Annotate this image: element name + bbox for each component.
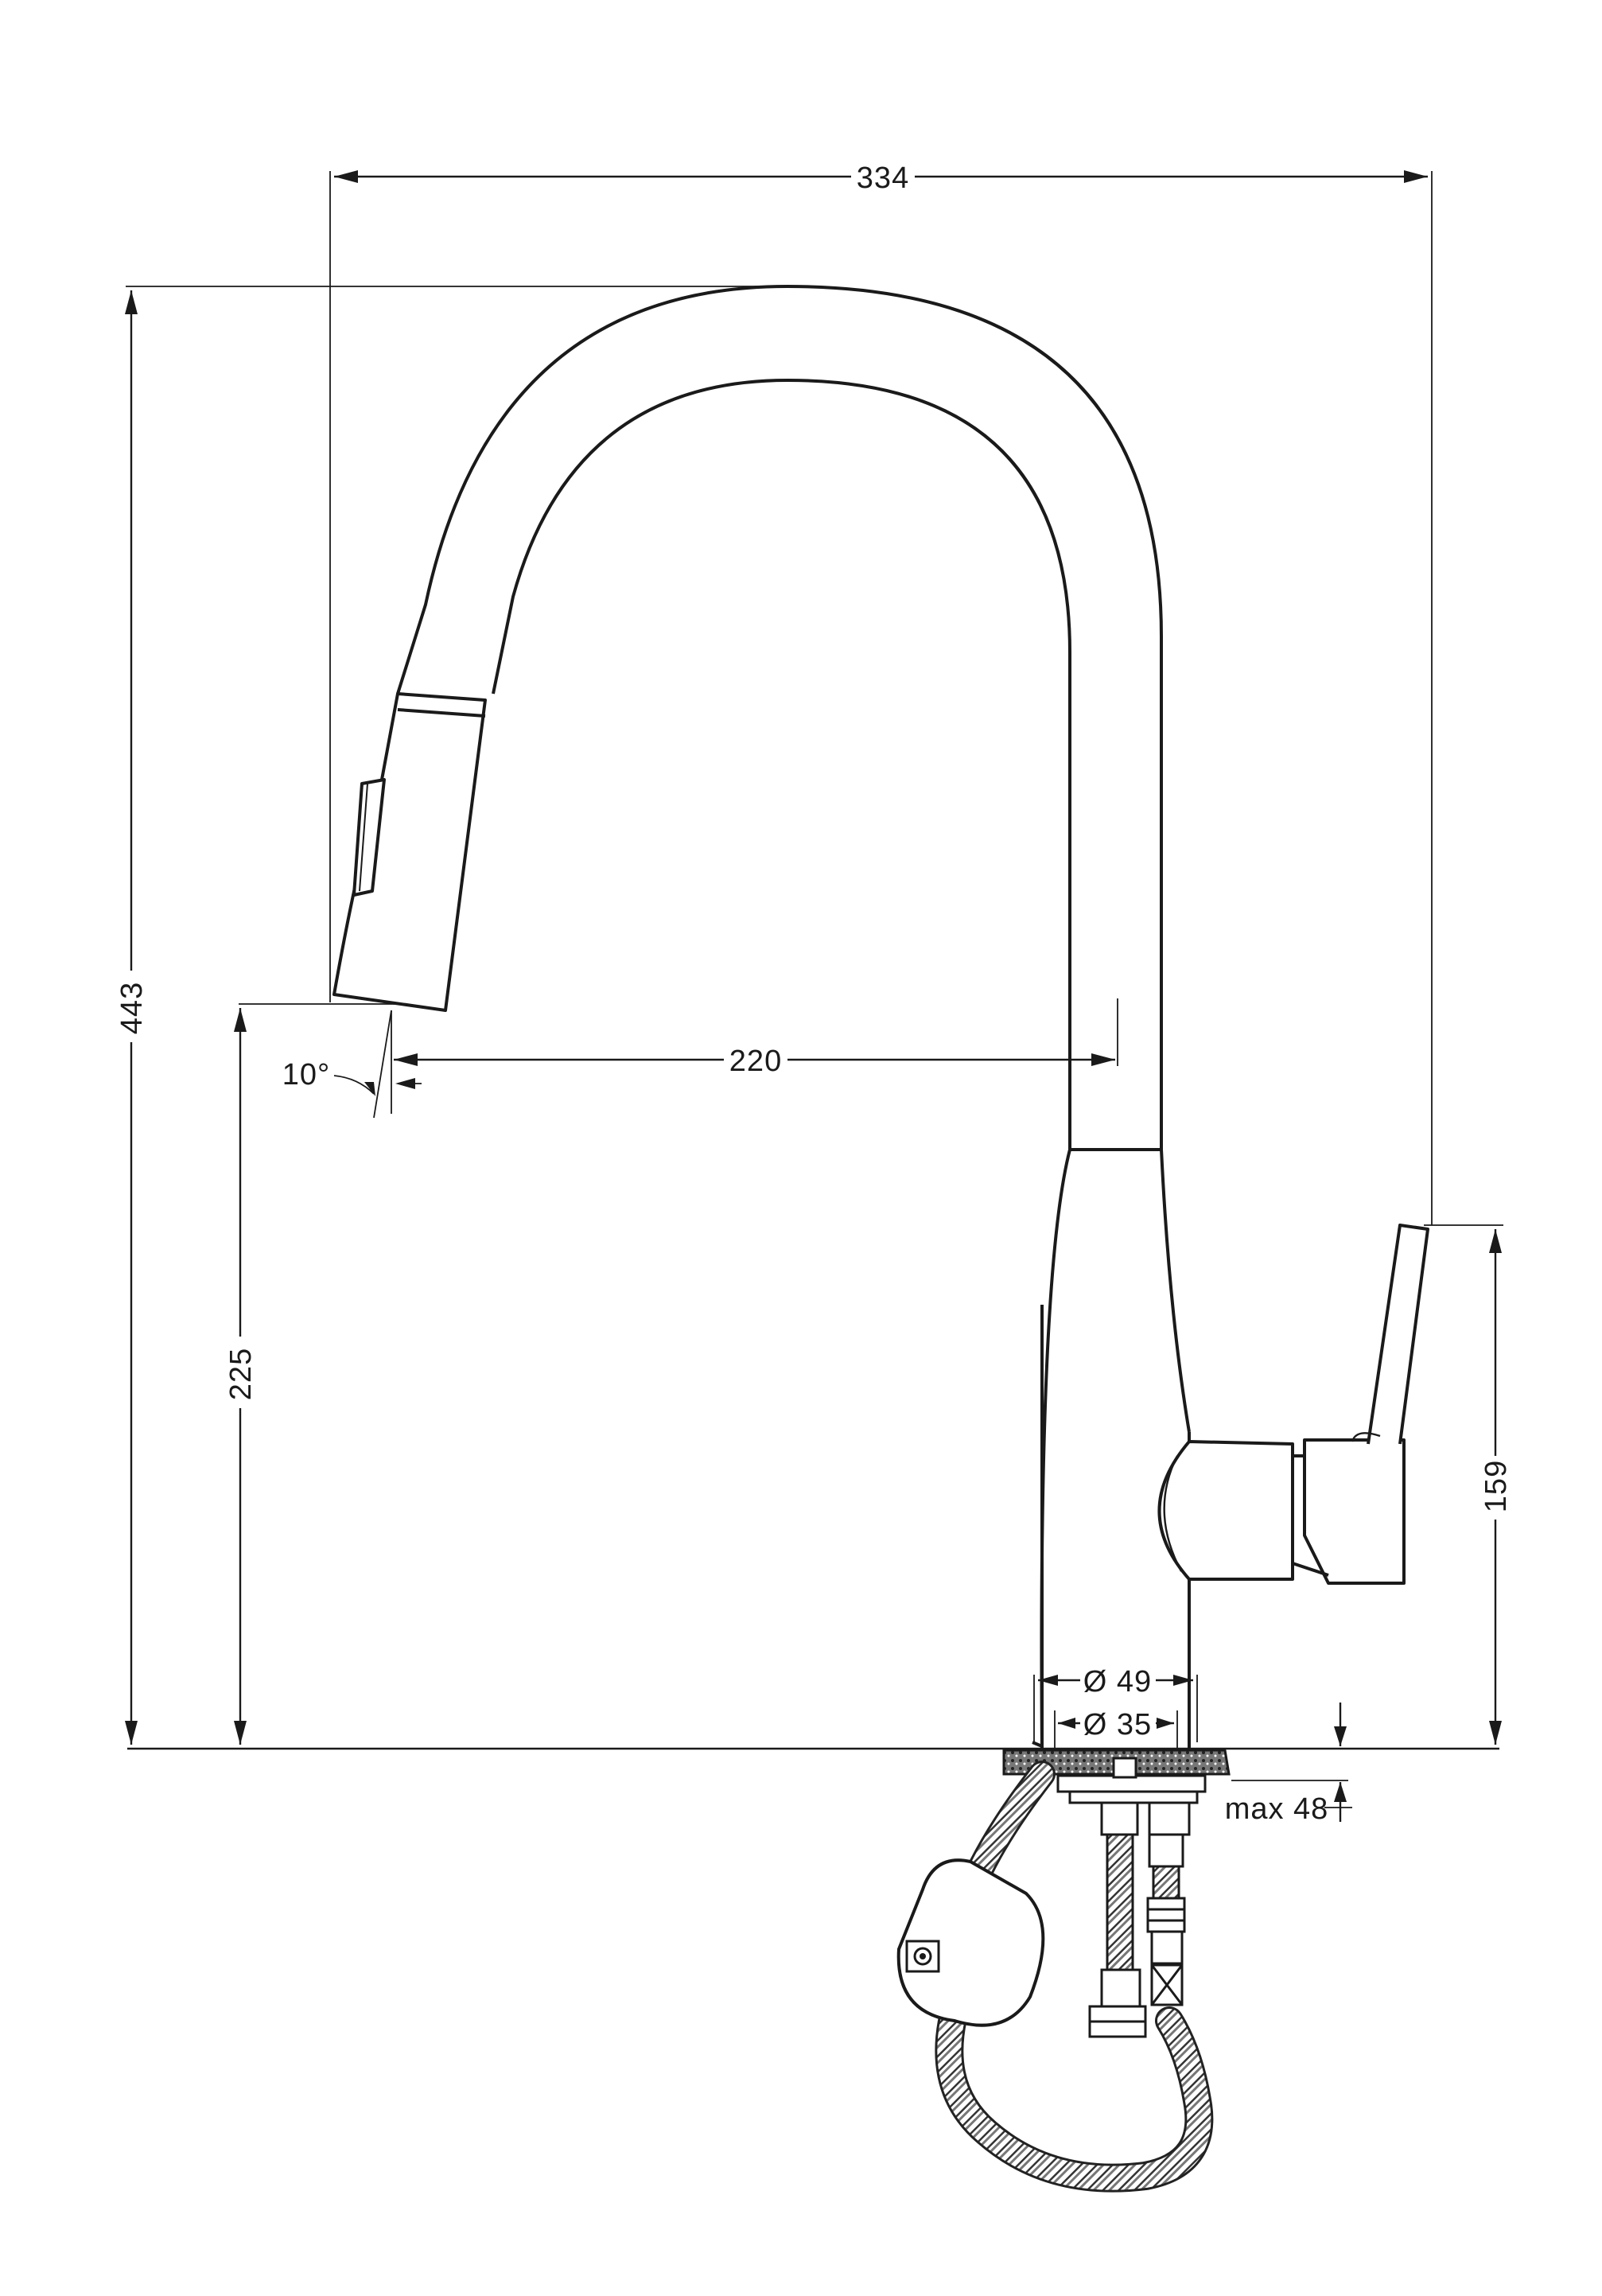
dim-total-height: 443 <box>115 982 149 1034</box>
dim-spout-reach: 220 <box>729 1045 782 1078</box>
dimension-labels: 334 443 225 220 10° 159 Ø 49 Ø 35 max 48 <box>115 161 1513 1826</box>
dim-base-diameter: Ø 49 <box>1083 1665 1152 1699</box>
dim-lever-height: 159 <box>1480 1460 1513 1512</box>
dim-spray-angle: 10° <box>282 1058 330 1092</box>
dim-spout-height: 225 <box>224 1348 258 1400</box>
deck-base <box>127 1747 1499 1836</box>
dim-total-width: 334 <box>857 161 909 195</box>
dim-mount-diameter: Ø 35 <box>1083 1708 1152 1741</box>
dim-max-deck: max 48 <box>1225 1792 1329 1826</box>
faucet-outline <box>332 285 1429 1751</box>
supply-hoses <box>896 1761 1214 2193</box>
dimension-lines <box>111 159 1515 1822</box>
